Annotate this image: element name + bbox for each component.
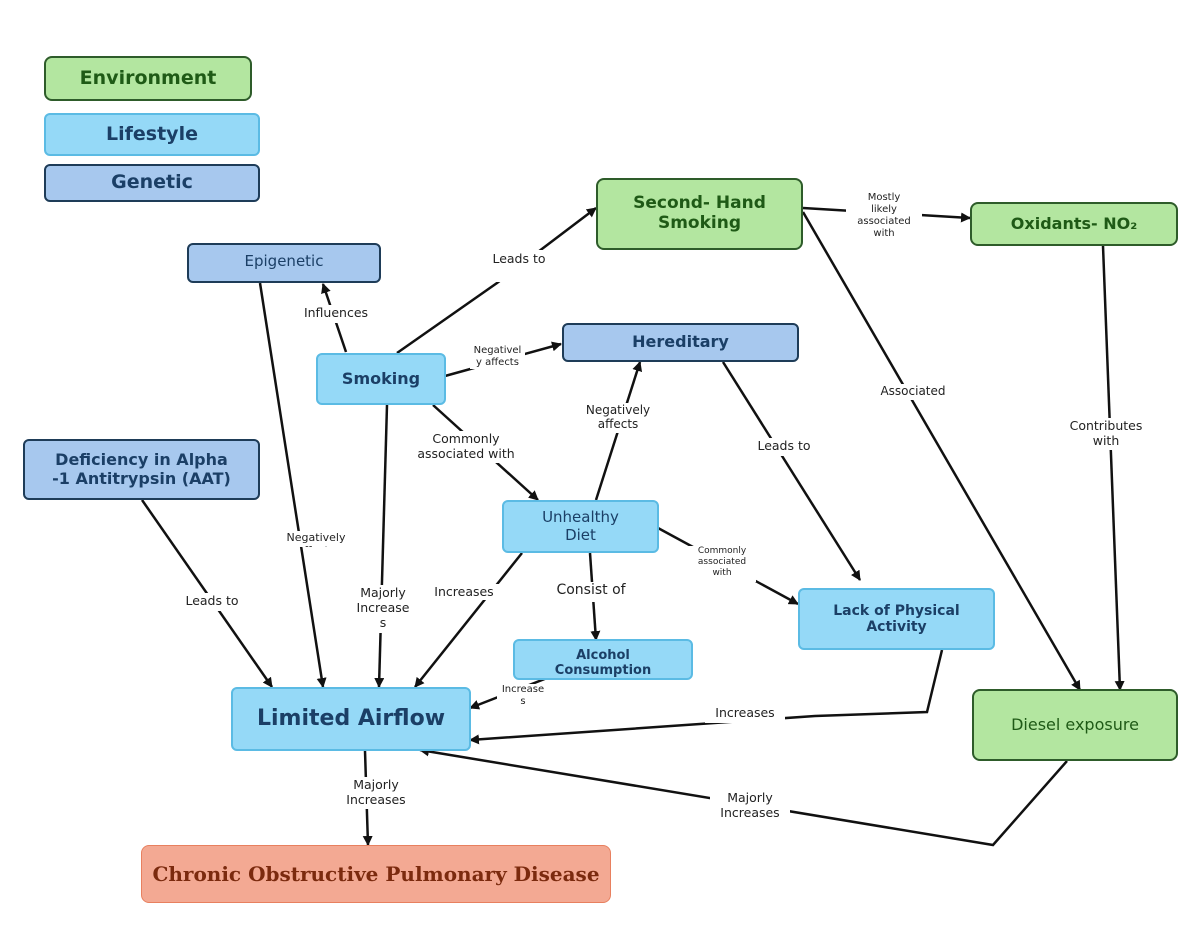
label-mostly-likely-associated: Mostly likely associated with: [846, 192, 922, 240]
label-commonly-associated-activity: Commonly associated with: [688, 546, 756, 582]
node-oxidants: Oxidants- NO₂: [970, 202, 1178, 246]
label-negatively-affects-hereditary: Negativel y affects: [470, 345, 525, 369]
edge-epigenetic-to-airflow: [258, 282, 327, 688]
edge-diet-to-airflow: [414, 552, 523, 688]
label-consist-of: Consist of: [544, 582, 638, 602]
edge-smoking-to-airflow: [374, 404, 389, 688]
legend-genetic: Genetic: [44, 164, 260, 202]
label-leads-to-aat: Leads to: [174, 593, 250, 611]
label-majorly-increases-smoking: Majorly Increase s: [352, 585, 414, 633]
edge-second-hand-smoking-to-diesel: [801, 211, 1082, 691]
label-majorly-increases-copd: Majorly Increases: [336, 777, 416, 809]
label-increases-alcohol: Increase s: [497, 684, 549, 710]
label-increases-diet: Increases: [428, 584, 500, 600]
label-commonly-associated-diet: Commonly associated with: [405, 431, 527, 463]
edge-activity-to-airflow: [469, 649, 944, 745]
node-copd: Chronic Obstructive Pulmonary Disease: [141, 845, 611, 903]
label-negatively-affects-epigenetic: Negatively affects: [277, 531, 355, 547]
label-leads-to-second-hand: Leads to: [480, 250, 558, 282]
node-aat: Deficiency in Alpha -1 Antitrypsin (AAT): [23, 439, 260, 500]
edge-oxidants-to-diesel: [1101, 245, 1125, 691]
node-lack-physical-activity: Lack of Physical Activity: [798, 588, 995, 650]
edge-smoking-to-second-hand-smoking: [396, 207, 597, 355]
edge-hereditary-to-activity: [721, 361, 862, 581]
label-leads-to-activity: Leads to: [746, 438, 822, 456]
node-smoking: Smoking: [316, 353, 446, 405]
node-unhealthy-diet: Unhealthy Diet: [502, 500, 659, 553]
node-second-hand-smoking: Second- Hand Smoking: [596, 178, 803, 250]
node-diesel-exposure: Diesel exposure: [972, 689, 1178, 761]
label-influences: Influences: [297, 305, 375, 323]
edge-diesel-to-airflow: [419, 746, 1068, 847]
node-epigenetic: Epigenetic: [187, 243, 381, 283]
legend-lifestyle: Lifestyle: [44, 113, 260, 156]
node-alcohol-consumption: Alcohol Consumption: [513, 639, 693, 680]
label-associated: Associated: [872, 384, 954, 400]
label-majorly-increases-diesel: Majorly Increases: [710, 790, 790, 822]
label-increases-activity: Increases: [705, 705, 785, 723]
node-hereditary: Hereditary: [562, 323, 799, 362]
label-negatively-affects-diet: Negatively affects: [578, 403, 658, 433]
node-limited-airflow: Limited Airflow: [231, 687, 471, 751]
legend-environment: Environment: [44, 56, 252, 101]
label-contributes-with: Contributes with: [1058, 418, 1154, 450]
